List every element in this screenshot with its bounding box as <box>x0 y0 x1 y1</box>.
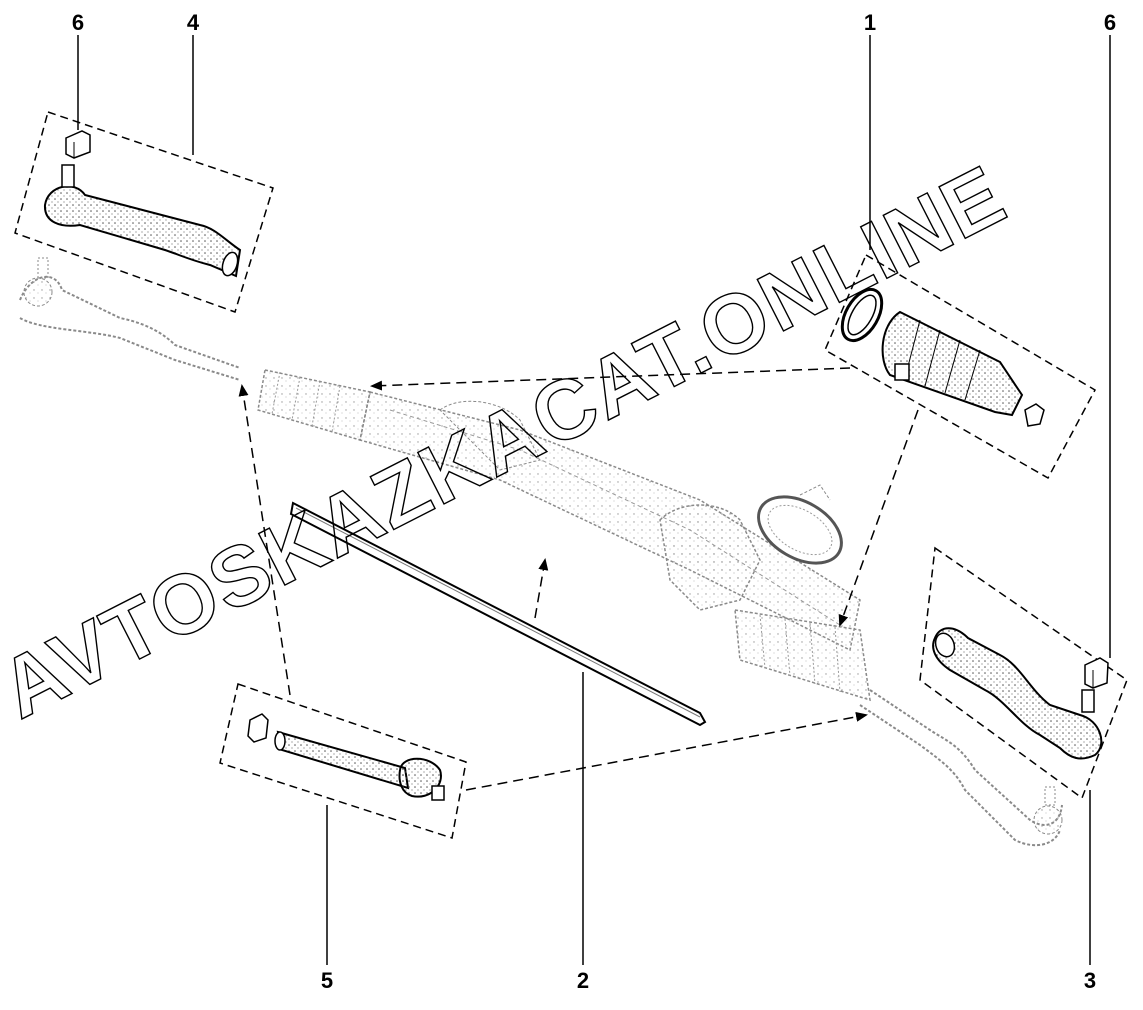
steering-rack-assembly <box>19 257 1063 847</box>
callout-4: 4 <box>186 10 200 35</box>
callout-3: 3 <box>1083 968 1097 993</box>
callout-2: 2 <box>576 968 590 993</box>
rack-bar <box>289 501 707 727</box>
leader-lines <box>77 35 1111 965</box>
arrow-5-to-left-rod <box>238 384 291 696</box>
callout-1: 1 <box>863 10 877 35</box>
group-4-outer-tie-rod-end-left <box>14 111 274 313</box>
arrow-lines <box>238 367 919 791</box>
group-3-outer-tie-rod-end-right <box>919 546 1128 800</box>
arrow-5-to-rack <box>534 558 549 619</box>
callout-5: 5 <box>320 968 334 993</box>
arrow-5-to-right-rod <box>465 711 868 791</box>
callout-6-left: 6 <box>71 10 85 35</box>
callout-6-right: 6 <box>1103 10 1117 35</box>
group-5-inner-tie-rod <box>219 683 467 839</box>
arrow-1-to-right-boot <box>838 409 919 627</box>
group-1-boot-kit <box>824 253 1097 480</box>
